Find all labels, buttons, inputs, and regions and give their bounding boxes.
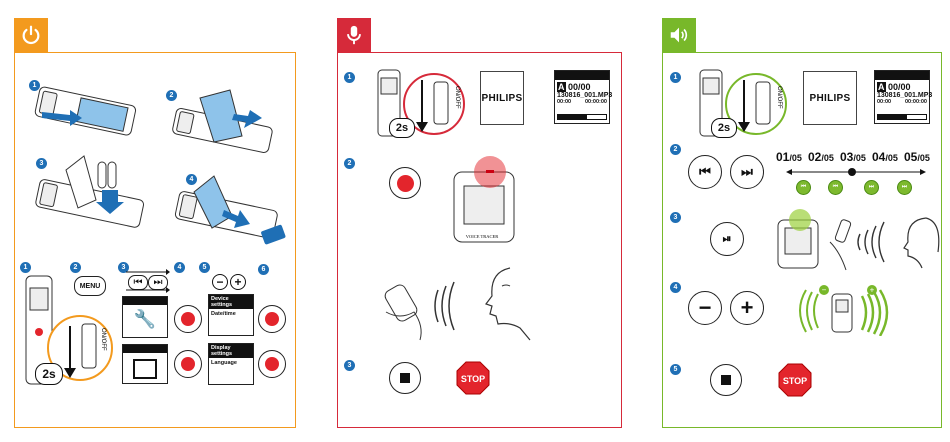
step-number: 3 <box>670 212 681 223</box>
switch-label: ON/OFF <box>776 86 782 109</box>
svg-text:−: − <box>822 286 827 295</box>
play-pause-button[interactable]: ⏯ <box>710 222 744 256</box>
step-number: 4 <box>670 282 681 293</box>
track-navigation-arrows <box>786 168 926 176</box>
playback-panel <box>662 52 942 428</box>
switch-label: ON/OFF <box>100 328 106 351</box>
stop-button[interactable] <box>710 364 742 396</box>
previous-track-icon: ⏮ <box>796 180 811 195</box>
settings-display-screen <box>122 344 168 384</box>
previous-track-icon: ⏮ <box>828 180 843 195</box>
hold-duration-badge: 2s <box>389 118 415 138</box>
substep-number: 6 <box>258 264 269 275</box>
volume-up-button[interactable]: + <box>730 291 764 325</box>
power-icon <box>22 25 40 45</box>
speaker-icon <box>670 27 688 43</box>
menu-button[interactable]: MENU <box>74 276 106 296</box>
svg-text:STOP: STOP <box>461 374 485 384</box>
volume-down-button[interactable]: − <box>688 291 722 325</box>
step-number: 4 <box>186 174 197 185</box>
record-tab[interactable] <box>337 18 371 52</box>
record-button[interactable] <box>174 350 202 378</box>
hold-duration-badge: 2s <box>711 118 737 138</box>
record-button[interactable] <box>389 167 421 199</box>
previous-track-button[interactable]: ⏮ <box>688 155 722 189</box>
device-recording-illustration: VOICE TRACER <box>453 156 515 243</box>
minus-icon[interactable]: − <box>212 274 228 290</box>
record-button[interactable] <box>174 305 202 333</box>
sound-waves-icon <box>434 281 455 331</box>
battery-cover-open-illustration <box>172 89 273 153</box>
plus-icon[interactable]: + <box>230 274 246 290</box>
device-open-back-illustration <box>34 86 137 136</box>
hold-duration-badge: 2s <box>35 363 63 385</box>
hand-device-illustration <box>384 284 422 341</box>
brand-logo: PHILIPS <box>803 71 857 125</box>
step-number: 2 <box>166 90 177 101</box>
display-settings-menu: Display settings Language <box>208 343 254 385</box>
device-settings-menu: Device settings Date/time <box>208 294 254 336</box>
brand-logo: PHILIPS <box>480 71 524 125</box>
next-track-button[interactable]: ⏭ <box>730 155 764 189</box>
status-bar <box>875 71 929 80</box>
svg-text:STOP: STOP <box>783 376 807 386</box>
stop-sign-icon: STOP <box>456 361 490 395</box>
switch-label: ON/OFF <box>454 86 460 109</box>
substep-number: 3 <box>118 262 129 273</box>
progress-bar <box>877 114 927 120</box>
step-number: 1 <box>29 80 40 91</box>
substep-number: 5 <box>199 262 210 273</box>
next-track-icon: ⏭ <box>897 180 912 195</box>
wrench-icon: 🔧 <box>133 309 157 329</box>
step-number: 1 <box>670 72 681 83</box>
setup-panel <box>14 52 296 428</box>
step-number: 1 <box>344 72 355 83</box>
device-label: VOICE TRACER <box>466 234 499 239</box>
svg-text:+: + <box>870 286 875 295</box>
settings-wrench-screen: 🔧 <box>122 296 168 338</box>
track-label: 03/05 <box>840 150 866 164</box>
track-label: 01/05 <box>776 150 802 164</box>
nav-arrows-icon <box>126 269 170 293</box>
switch-on-illustration: ON/OFF <box>699 69 787 137</box>
switch-on-illustration: ON/OFF <box>25 275 113 385</box>
record-button[interactable] <box>258 350 286 378</box>
step-number: 2 <box>670 144 681 155</box>
substep-number: 2 <box>70 262 81 273</box>
playback-tab[interactable] <box>662 18 696 52</box>
close-cover-illustration <box>174 175 286 245</box>
substep-number: 4 <box>174 262 185 273</box>
device-playback-illustration <box>777 209 819 269</box>
track-label: 04/05 <box>872 150 898 164</box>
step-number: 3 <box>36 158 47 169</box>
display-icon <box>133 359 157 379</box>
status-bar <box>555 71 609 80</box>
next-track-icon: ⏭ <box>864 180 879 195</box>
speaker-face-illustration <box>485 267 531 341</box>
step-number: 5 <box>670 364 681 375</box>
insert-batteries-illustration <box>35 155 145 228</box>
track-label: 02/05 <box>808 150 834 164</box>
record-button[interactable] <box>258 305 286 333</box>
step-number: 3 <box>344 360 355 371</box>
record-panel <box>337 52 622 428</box>
volume-illustration: − + <box>799 285 889 336</box>
microphone-icon <box>347 25 361 45</box>
stop-sign-icon: STOP <box>778 363 812 397</box>
progress-bar <box>557 114 607 120</box>
stop-button[interactable] <box>389 362 421 394</box>
step-number: 2 <box>344 158 355 169</box>
listener-illustration <box>829 217 940 271</box>
track-label: 05/05 <box>904 150 930 164</box>
switch-on-illustration: ON/OFF <box>377 69 465 137</box>
substep-number: 1 <box>20 262 31 273</box>
setup-tab[interactable] <box>14 18 48 52</box>
